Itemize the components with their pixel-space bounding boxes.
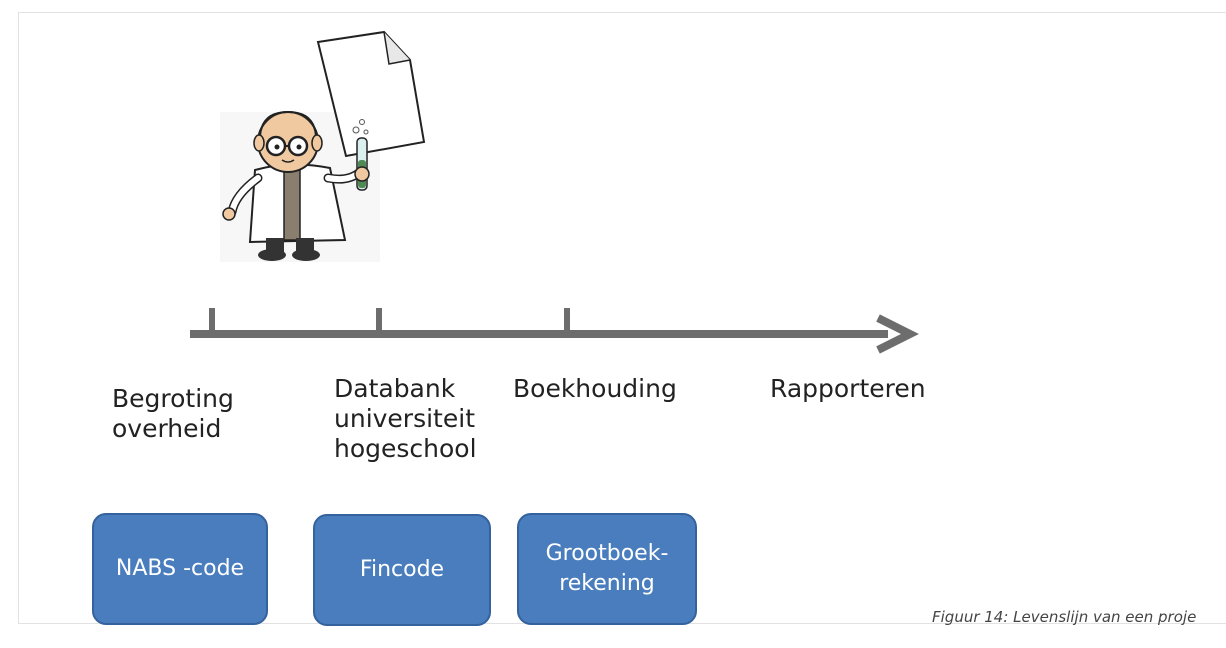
paper-sheet-icon (316, 30, 426, 158)
stage-label-begroting: Begroting overheid (112, 384, 234, 443)
figure-caption: Figuur 14: Levenslijn van een proje (932, 608, 1197, 626)
code-box-fincode: Fincode (313, 514, 491, 626)
code-box-nabs: NABS -code (92, 513, 268, 625)
stage-label-rapporteren: Rapporteren (770, 374, 926, 403)
timeline (190, 308, 919, 354)
stage-label-databank: Databank universiteit hogeschool (334, 374, 477, 463)
stage-label-boekhouding: Boekhouding (513, 374, 677, 403)
glasses-icon (265, 135, 309, 157)
code-box-grootboek: Grootboek- rekening (517, 513, 697, 625)
timeline-arrowhead (876, 314, 919, 354)
scientist-illustration (220, 30, 426, 262)
